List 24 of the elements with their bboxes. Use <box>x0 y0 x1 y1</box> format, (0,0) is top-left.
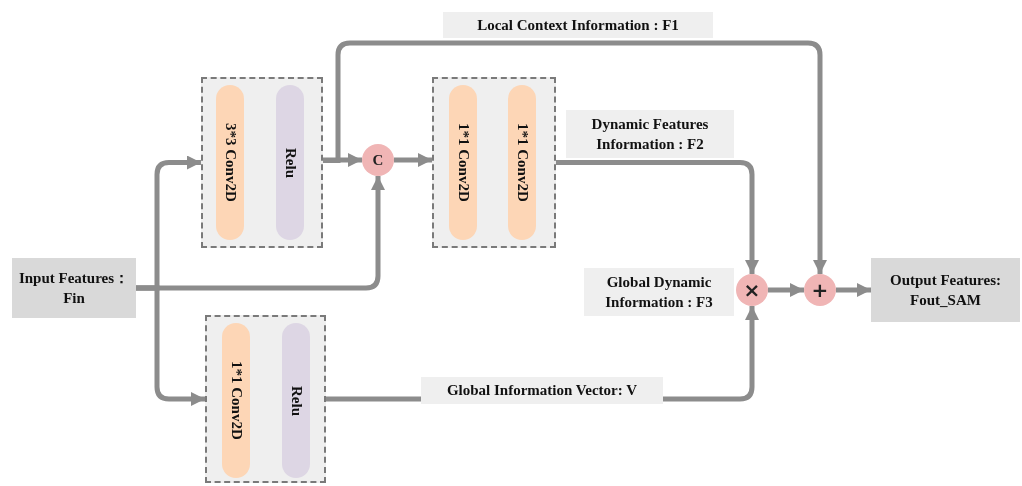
dashed-group-box <box>432 77 556 248</box>
arrow <box>136 176 385 291</box>
relu-layer: Relu <box>282 323 310 478</box>
conv-layer: 3*3 Conv2D <box>216 85 244 240</box>
arrow <box>768 283 804 297</box>
relu-layer: Relu <box>276 85 304 240</box>
edge-label: Dynamic Features Information : F2 <box>566 110 734 158</box>
conv-layer: 1*1 Conv2D <box>222 323 250 478</box>
arrow <box>323 40 827 274</box>
operator-circle: × <box>736 274 768 306</box>
arrow <box>556 160 759 274</box>
dashed-group-box <box>201 77 323 248</box>
feature-box: Input Features：Fin <box>12 258 136 318</box>
arrow <box>836 283 871 297</box>
dashed-group-box <box>205 315 326 483</box>
conv-layer: 1*1 Conv2D <box>508 85 536 240</box>
feature-box: Output Features: Fout_SAM <box>871 258 1020 322</box>
arrow <box>394 153 432 167</box>
conv-layer: 1*1 Conv2D <box>449 85 477 240</box>
feature-label: Global Dynamic Information : F3 <box>584 268 734 316</box>
edge-label: Local Context Information : F1 <box>443 12 713 38</box>
edge-label: Global Information Vector: V <box>421 377 663 404</box>
operator-circle: + <box>804 274 836 306</box>
operator-circle: C <box>362 144 394 176</box>
